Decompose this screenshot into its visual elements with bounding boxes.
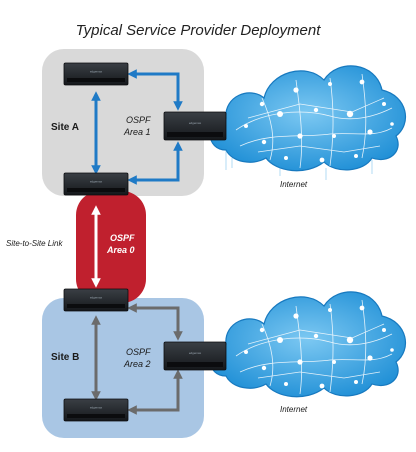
router-site-a-bottom: edgemax	[63, 172, 129, 196]
internet-top-label: Internet	[280, 180, 308, 189]
device-brand-label: edgemax	[90, 406, 103, 410]
site-a-bottom-link	[127, 141, 183, 185]
router-site-a-top: edgemax	[63, 62, 129, 86]
link-ospf-label: OSPF	[110, 233, 135, 243]
site-a-links	[91, 69, 183, 185]
site-b-area-label: Area 2	[123, 359, 151, 369]
internet-cloud-top	[209, 65, 406, 180]
device-brand-label: edgemax	[189, 121, 202, 125]
site-to-site-link-label: Site-to-Site Link	[6, 239, 63, 248]
device-brand-label: edgemax	[189, 351, 202, 355]
site-b-bottom-link	[127, 369, 183, 415]
router-site-b-top: edgemax	[63, 288, 129, 312]
site-a-area-label: Area 1	[123, 127, 151, 137]
site-a-label: Site A	[51, 122, 79, 133]
device-brand-label: edgemax	[90, 180, 103, 184]
internet-bottom-label: Internet	[280, 405, 308, 414]
router-site-a-edge: edgemax	[163, 111, 227, 141]
device-brand-label: edgemax	[90, 70, 103, 74]
internet-cloud-bottom	[209, 291, 406, 398]
diagram-title: Typical Service Provider Deployment	[76, 22, 322, 39]
router-site-b-bottom: edgemax	[63, 398, 129, 422]
device-brand-label: edgemax	[90, 296, 103, 300]
site-a-top-link	[127, 69, 183, 111]
link-area-label: Area 0	[106, 245, 135, 255]
router-site-b-edge: edgemax	[163, 341, 227, 371]
site-b-links	[91, 303, 183, 415]
site-b-top-link	[127, 303, 183, 341]
site-b-ospf-label: OSPF	[126, 347, 151, 357]
site-b-label: Site B	[51, 352, 79, 363]
site-a-ospf-label: OSPF	[126, 115, 151, 125]
